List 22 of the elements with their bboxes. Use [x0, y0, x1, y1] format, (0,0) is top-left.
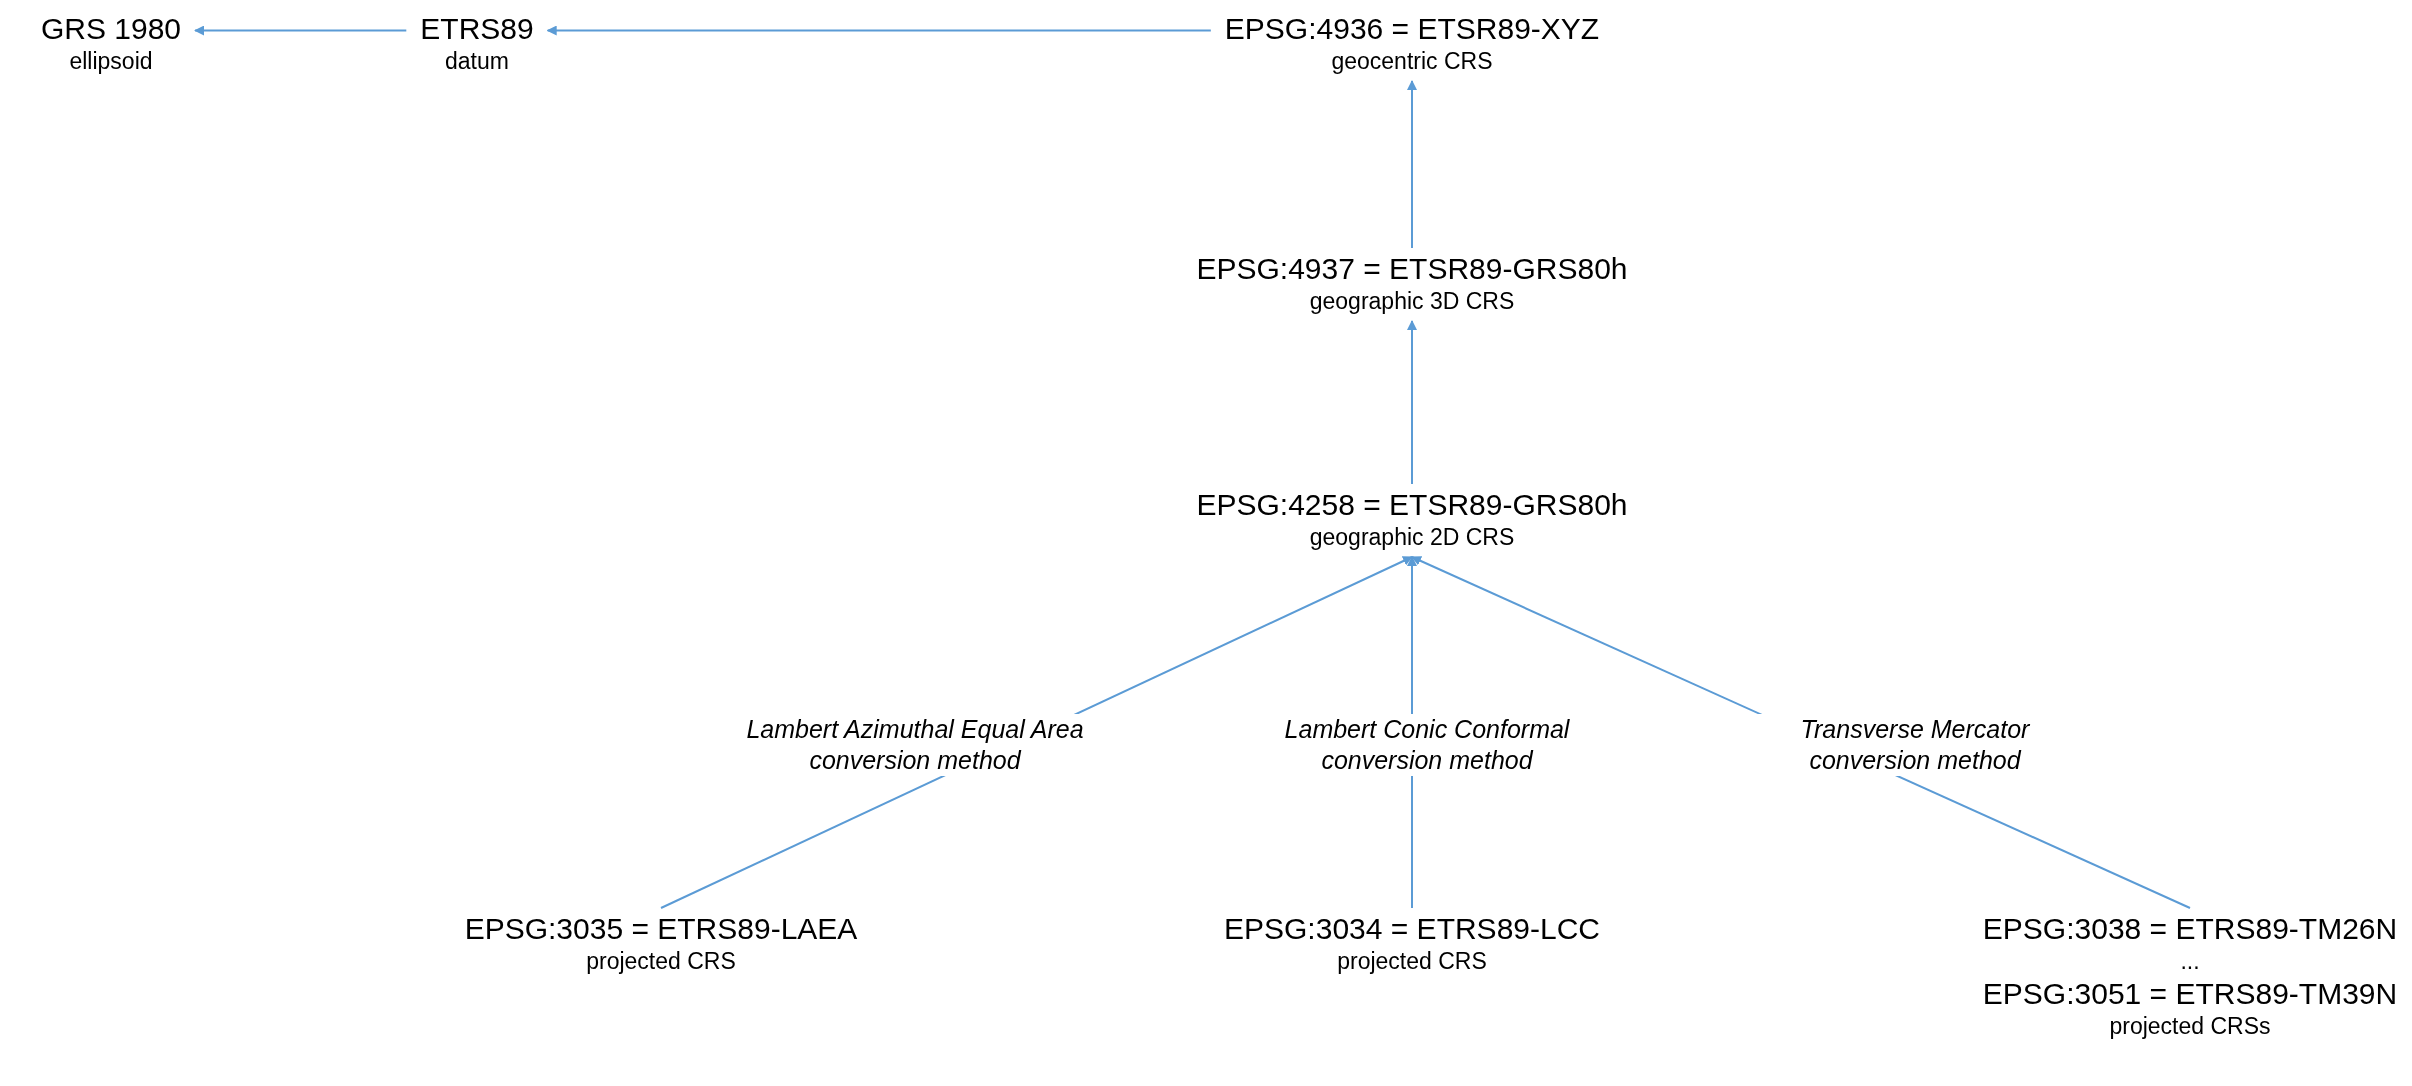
crs-name: EPSG:3051 = ETRS89-TM39N [1982, 976, 2398, 1012]
crs-type: geocentric CRS [1330, 47, 1494, 75]
crs-type: projected CRS [585, 947, 737, 975]
crs-name: EPSG:3034 = ETRS89-LCC [1224, 911, 1600, 947]
arrow [1407, 80, 1417, 249]
crs-name: ETRS89 [420, 11, 534, 47]
arrow [546, 25, 1212, 36]
crs-name: EPSG:3038 = ETRS89-TM26N [1982, 911, 2398, 947]
arrow [1407, 320, 1417, 485]
crs-name: EPSG:4937 = ETSR89-GRS80h [1196, 251, 1628, 287]
crs-name: EPSG:3035 = ETRS89-LAEA [464, 911, 858, 947]
crs-name: EPSG:4258 = ETSR89-GRS80h [1196, 487, 1628, 523]
crs-type: geographic 2D CRS [1308, 523, 1516, 551]
crs-type: ellipsoid [68, 47, 154, 75]
crs-type: projected CRS [1336, 947, 1488, 975]
ellipsis-text: ... [2179, 947, 2201, 975]
crs-name: GRS 1980 [40, 11, 182, 47]
crs-type: datum [444, 47, 510, 75]
crs-type: projected CRSs [2108, 1012, 2272, 1040]
arrow [194, 25, 408, 36]
crs-name: EPSG:4936 = ETSR89-XYZ [1224, 11, 1600, 47]
crs-type: geographic 3D CRS [1308, 287, 1516, 315]
